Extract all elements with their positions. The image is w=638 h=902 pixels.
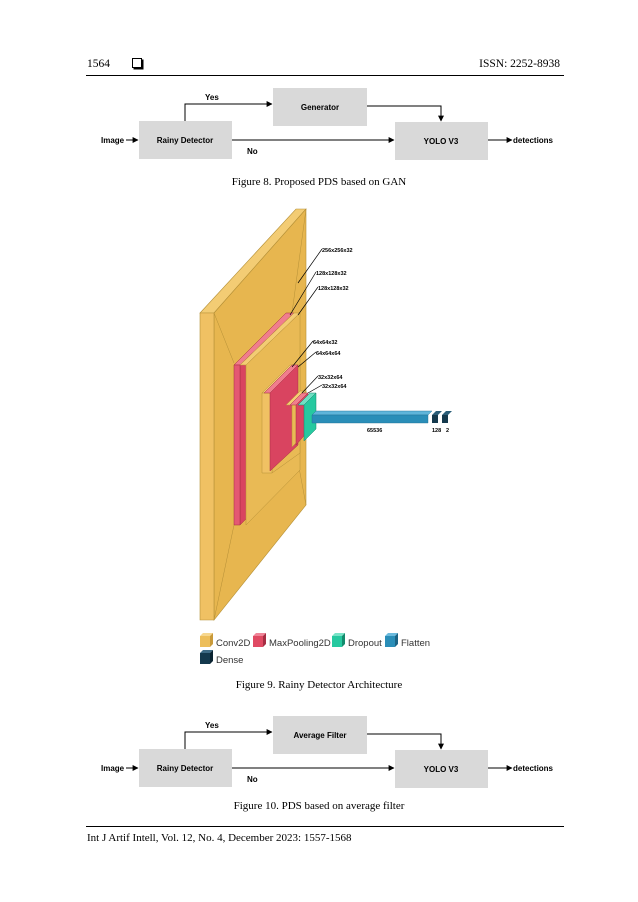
fig8-generator-box (273, 88, 367, 126)
fig8-no-label: No (247, 147, 258, 156)
legend-label-flatten: Flatten (401, 638, 430, 649)
fig8-yes-label: Yes (205, 93, 219, 102)
figure-9-legend: Conv2D MaxPooling2D Dropout Flatten Dens… (200, 633, 430, 666)
fig8-generator-label: Generator (301, 103, 339, 112)
figure-8-caption: Figure 8. Proposed PDS based on GAN (231, 176, 407, 188)
fig10-yolo-label: YOLO V3 (424, 765, 459, 774)
fig8-detections-label: detections (513, 136, 554, 145)
legend-label-conv2d: Conv2D (216, 638, 250, 649)
figure-9-caption: Figure 9. Rainy Detector Architecture (235, 679, 403, 691)
layer-label-4: 64x64x32 (313, 340, 337, 346)
issn-label: ISSN: 2252-8938 (479, 58, 560, 70)
legend-label-dropout: Dropout (348, 638, 382, 649)
legend-item-conv2d: Conv2D (200, 633, 250, 649)
layer-label-1: 256x256x32 (322, 248, 353, 254)
legend-item-maxpooling2d: MaxPooling2D (253, 633, 331, 649)
figure-10-diagram: Image Rainy Detector Yes Average Filter … (101, 716, 554, 788)
fig8-image-label: Image (101, 136, 125, 145)
fig10-image-label: Image (101, 764, 125, 773)
legend-item-flatten: Flatten (385, 633, 430, 649)
dense-size-label-1: 128 (432, 428, 441, 434)
layer-label-3: 128x128x32 (318, 286, 349, 292)
fig10-yes-label: Yes (205, 721, 219, 730)
footer-citation: Int J Artif Intell, Vol. 12, No. 4, Dece… (87, 832, 352, 844)
dropout-block (297, 392, 317, 442)
layer-label-6: 32x32x64 (318, 375, 343, 381)
footer-rule (86, 826, 564, 827)
fig10-yolo-box (395, 750, 488, 788)
figure-9-architecture: 256x256x32 128x128x32 128x128x32 64x64x3… (199, 208, 452, 666)
legend-item-dense: Dense (200, 650, 243, 666)
fig10-average-filter-box (273, 716, 367, 754)
page-number: 1564 (87, 58, 142, 70)
fig10-detections-label: detections (513, 764, 554, 773)
legend-item-dropout: Dropout (332, 633, 382, 649)
maxpool-block-2 (263, 364, 299, 472)
dense-blocks (432, 411, 452, 423)
flatten-bar (311, 410, 433, 424)
legend-label-maxpooling2d: MaxPooling2D (269, 638, 331, 649)
flatten-size-label: 65536 (367, 428, 382, 434)
fig10-no-label: No (247, 775, 258, 784)
fig8-yolo-label: YOLO V3 (424, 137, 459, 146)
layer-label-5: 64x64x64 (316, 351, 341, 357)
fig8-rainy-detector-label: Rainy Detector (157, 136, 213, 145)
legend-label-dense: Dense (216, 655, 243, 666)
fig10-rainy-detector-box (139, 749, 232, 787)
layer-label-7: 32x32x64 (322, 384, 347, 390)
fig8-yolo-box (395, 122, 488, 160)
fig10-average-filter-label: Average Filter (293, 731, 346, 740)
figure-10-caption: Figure 10. PDS based on average filter (233, 800, 405, 812)
layer-label-2: 128x128x32 (316, 271, 347, 277)
header-rule (86, 75, 564, 76)
fig8-rainy-detector-box (139, 121, 232, 159)
dense-size-label-2: 2 (446, 428, 449, 434)
fig10-rainy-detector-label: Rainy Detector (157, 764, 213, 773)
box-bullet-icon (132, 58, 142, 68)
figure-8-diagram: Image Rainy Detector Yes Generator No YO… (101, 88, 554, 160)
